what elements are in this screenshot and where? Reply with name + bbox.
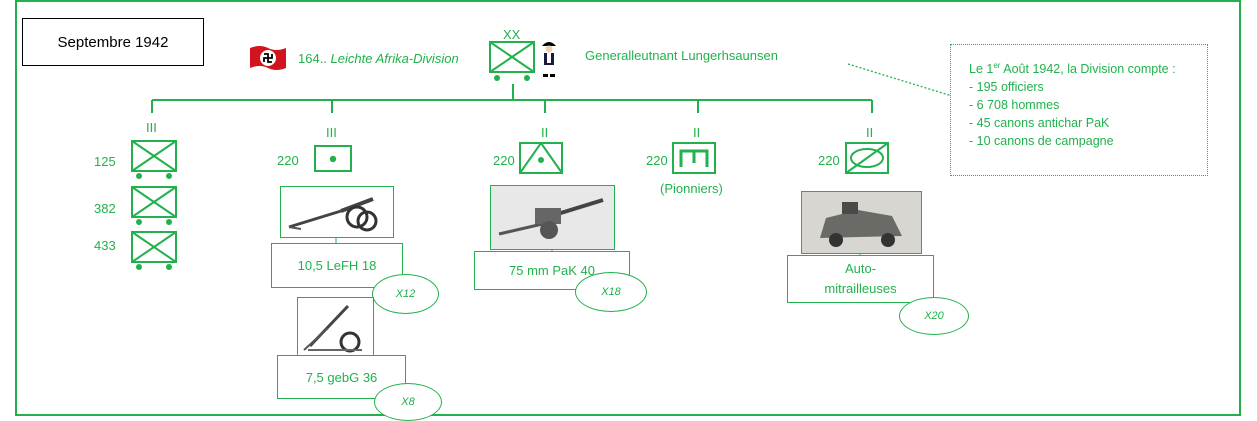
pioneers-label: (Pionniers)	[660, 181, 723, 196]
pioneers-number: 220	[646, 153, 668, 168]
howitzer-quantity: X12	[372, 274, 439, 314]
mountain-gun-quantity: X8	[374, 383, 442, 421]
antitank-symbol	[519, 142, 565, 176]
antitank-number: 220	[493, 153, 515, 168]
infantry-regiment-symbol	[131, 140, 179, 182]
infantry-regiment-symbol	[131, 231, 179, 273]
note-title: Le 1er Août 1942, la Division compte :	[969, 57, 1195, 78]
artillery-number: 220	[277, 153, 299, 168]
note-item: - 195 officiers	[969, 78, 1195, 96]
recon-number: 220	[818, 153, 840, 168]
recon-symbol	[845, 142, 891, 176]
infantry-regiment-symbol	[131, 186, 179, 228]
antitank-echelon: II	[541, 125, 548, 140]
division-strength-note: Le 1er Août 1942, la Division compte : -…	[950, 44, 1208, 176]
armored-car-image	[802, 192, 921, 253]
regiment-number: 433	[94, 238, 116, 253]
pioneers-echelon: II	[693, 125, 700, 140]
commander-figure-icon	[538, 38, 560, 78]
recon-echelon: II	[866, 125, 873, 140]
commander-name: Generalleutnant Lungerhsaunsen	[585, 48, 778, 63]
note-item: - 45 canons antichar PaK	[969, 114, 1195, 132]
regiment-number: 382	[94, 201, 116, 216]
date-label: Septembre 1942	[22, 18, 204, 66]
infantry-echelon: III	[146, 120, 157, 135]
regiment-number: 125	[94, 154, 116, 169]
pak40-image	[491, 186, 614, 249]
armored-car-caption: Auto- mitrailleuses	[787, 255, 934, 303]
armored-car-quantity: X20	[899, 297, 969, 335]
artillery-echelon: III	[326, 125, 337, 140]
howitzer-photo	[280, 186, 394, 238]
armored-car-caption-line1: Auto-	[845, 259, 876, 279]
mountain-gun-image	[298, 298, 373, 360]
howitzer-image	[281, 187, 393, 237]
division-title: Leichte Afrika-Division	[331, 51, 459, 66]
division-echelon: XX	[503, 27, 520, 42]
pak40-quantity: X18	[575, 272, 647, 312]
armored-car-photo	[801, 191, 922, 254]
division-prefix: 164..	[298, 51, 327, 66]
flag-icon	[248, 44, 288, 72]
division-name: 164.. Leichte Afrika-Division	[298, 51, 459, 66]
pak40-photo	[490, 185, 615, 250]
note-item: - 6 708 hommes	[969, 96, 1195, 114]
armored-car-caption-line2: mitrailleuses	[824, 279, 896, 299]
division-infantry-symbol	[489, 41, 537, 85]
note-item: - 10 canons de campagne	[969, 132, 1195, 150]
mountain-gun-photo	[297, 297, 374, 361]
artillery-symbol	[314, 145, 354, 173]
engineer-symbol	[672, 142, 718, 176]
